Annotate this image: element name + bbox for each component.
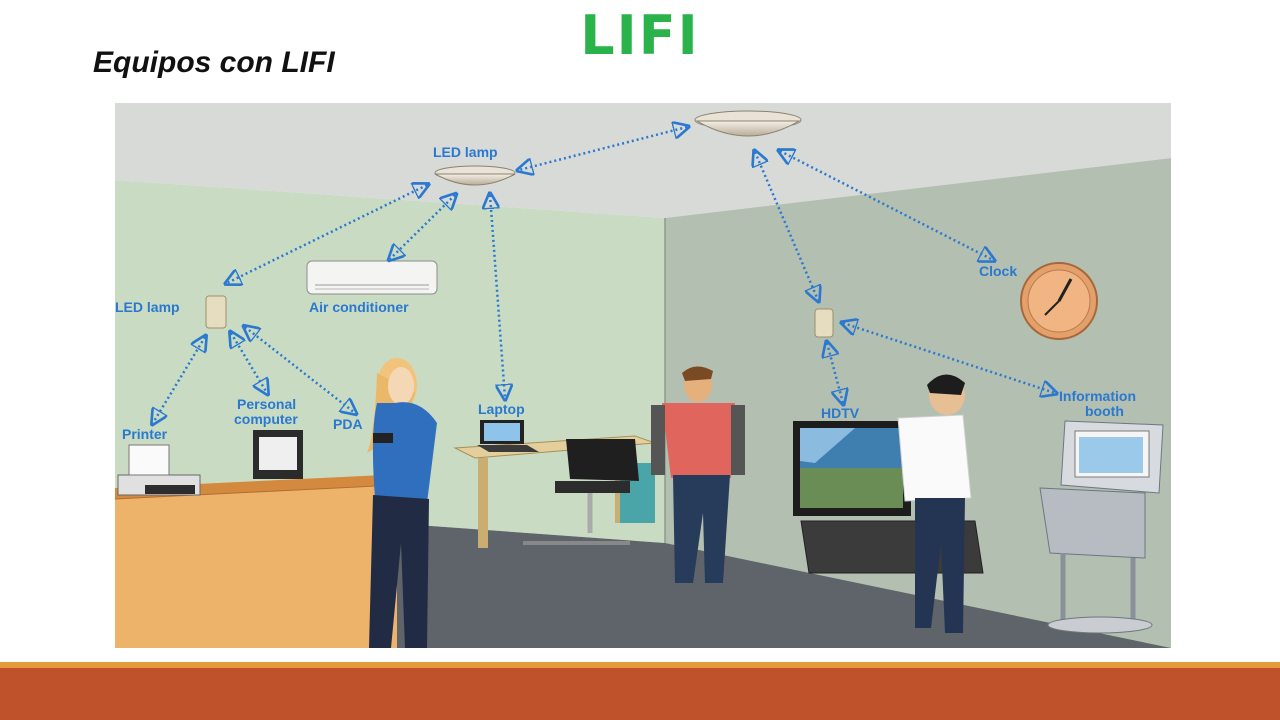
lifi-room-illustration: LED lamp LED lamp Air conditioner Printe… [115,103,1171,648]
link-arrow-led-lamp-to-laptop [490,195,505,398]
link-arrow-lamp-to-led-lamp [519,127,687,170]
label-information-booth-line2: booth [1085,403,1124,419]
label-clock: Clock [979,263,1017,279]
slide-subtitle: Equipos con LIFI [93,46,335,79]
link-arrow-led-lamp-to-ac [390,195,455,259]
label-hdtv: HDTV [821,405,860,421]
laptop-device [477,420,539,452]
link-arrow-wall-lamp-to-printer [153,337,205,423]
footer-accent-stripe [0,662,1280,668]
label-air-conditioner: Air conditioner [309,299,409,315]
wall-clock [1020,262,1098,340]
information-booth-device [1039,420,1164,634]
label-pda: PDA [333,416,363,432]
label-personal-computer-line2: computer [234,411,298,427]
reception-counter [115,475,398,648]
label-led-lamp-left: LED lamp [115,299,180,315]
link-arrow-wall-lamp-to-computer [231,333,267,393]
ceiling-lamp-main [694,110,802,137]
person-woman [367,358,437,648]
link-arrow-wall-lamp-to-pda [245,327,355,413]
wall-lamp-left [205,295,227,329]
link-arrow-wall-lamp-to-booth [843,323,1055,393]
link-arrow-led-lamp-to-wall-lamp [227,185,427,283]
personal-computer-device [253,430,303,479]
slide-title: LIFI [580,4,700,67]
footer-bar [0,668,1280,720]
wall-lamp-right [814,308,834,338]
label-printer: Printer [122,426,168,442]
office-chair [523,439,639,545]
air-conditioner-unit [306,260,438,295]
link-arrow-lamp-to-wall-lamp-right [755,152,818,300]
person-man-orange-shirt [651,366,745,583]
label-personal-computer-line1: Personal [237,396,296,412]
label-led-lamp-top: LED lamp [433,144,498,160]
printer-device [117,444,201,496]
label-laptop: Laptop [478,401,525,417]
label-information-booth-line1: Information [1059,388,1136,404]
